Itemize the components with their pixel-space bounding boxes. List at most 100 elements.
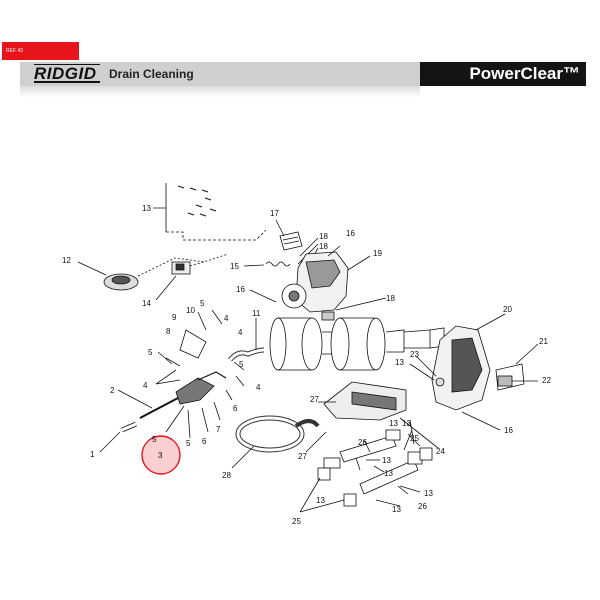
part-label-7: 7 [216,425,221,434]
part-label-13f: 13 [384,469,393,478]
label-17 [279,231,303,251]
part-label-5d: 5 [186,439,191,448]
bracket-13 [153,183,167,232]
part-label-13h: 13 [316,496,325,505]
part-label-13i: 13 [392,505,401,514]
cable-2 [139,397,179,419]
part-label-16c: 16 [504,426,513,435]
leader-16a [327,245,341,257]
header-underline [20,86,420,97]
part-label-13e: 13 [382,456,391,465]
part-label-5a: 5 [148,348,153,357]
ref-tag: REF 43 [2,42,79,60]
part-label-11: 11 [252,309,261,318]
part-label-25b: 25 [292,517,301,526]
part-label-4a: 4 [143,381,148,390]
part-label-19: 19 [373,249,382,258]
part-label-13c: 13 [389,419,398,428]
part-label-5b: 5 [200,299,205,308]
bracket-10 [179,329,207,359]
brand-overline [34,64,100,65]
part-label-27a: 27 [310,395,319,404]
part-label-2: 2 [110,386,115,395]
header-product-panel [420,62,586,86]
foot-25a [317,467,331,481]
part-label-13b: 13 [395,358,404,367]
part-labels: 1 2 4 5 8 9 10 5 4 4 5 4 6 7 6 5 11 12 1… [62,204,551,526]
part-label-1: 1 [90,450,95,459]
part-label-13g: 13 [424,489,433,498]
part-label-15: 15 [230,262,239,271]
screw-group-13 [177,185,217,217]
tube-26a [339,435,397,463]
part-label-8: 8 [166,327,171,336]
part-label-5e: 5 [152,435,157,444]
leader-16b [249,289,277,303]
part-label-18b: 18 [319,242,328,251]
part-label-17: 17 [270,209,279,218]
part-label-14: 14 [142,299,151,308]
brand-logo: RIDGID [34,64,97,83]
part-label-20: 20 [503,305,512,314]
part-label-23: 23 [410,350,419,359]
fitting-22 [497,375,513,387]
part-label-22: 22 [542,376,551,385]
part-label-6b: 6 [202,437,207,446]
leader-24 [399,417,439,449]
highlight-label: 3 [158,451,163,460]
part-label-16a: 16 [236,285,245,294]
part-label-6a: 6 [233,404,238,413]
leader-1 [99,431,121,453]
leader-5d [187,409,191,439]
part-label-18c: 18 [386,294,395,303]
leaders-25b [403,429,421,451]
part-label-25a: 25 [410,434,419,443]
leader-2 [117,389,153,409]
foot-25b [343,493,357,507]
leader-15 [243,264,265,267]
leader-23 [415,355,437,377]
tube-26b [359,459,419,495]
leader-6b [201,407,209,433]
part-label-27b: 27 [298,452,307,461]
leaders-5-9 [197,309,223,331]
part-label-10: 10 [186,306,195,315]
fitting-18 [321,311,335,321]
leader-20 [475,313,506,331]
leaders-25a [299,477,345,513]
part-label-12: 12 [62,256,71,265]
leader-19 [347,255,371,271]
part-label-4b: 4 [224,314,229,323]
leader-12 [77,261,107,276]
leader-17 [275,219,285,237]
coupling [403,329,431,349]
part-label-18a: 18 [319,232,328,241]
spring-15 [265,261,291,267]
callout-line-13 [166,229,267,241]
part-label-13d: 13 [402,419,411,428]
bracket-8 [157,351,181,367]
part-label-5c: 5 [239,360,244,369]
part-label-24: 24 [436,447,445,456]
product-title: PowerClear™ [469,64,580,83]
part-label-4d: 4 [256,383,261,392]
leaders-4 [155,369,181,385]
section-title: Drain Cleaning [109,67,194,81]
part-label-28: 28 [222,471,231,480]
leader-14 [155,275,177,301]
leader-18c [335,297,387,311]
leader-21 [515,343,539,365]
leader-6a [225,389,233,401]
brand-underline [34,81,100,83]
leader-13b [409,363,435,381]
highlight-circle [141,435,181,475]
part-label-13a: 13 [142,204,151,213]
leader-28 [231,445,255,469]
part-label-9: 9 [172,313,177,322]
part-label-26b: 26 [418,502,427,511]
part-label-26a: 26 [358,438,367,447]
part-label-16b: 16 [346,229,355,238]
part-label-21: 21 [539,337,548,346]
leader-3 [165,405,185,433]
